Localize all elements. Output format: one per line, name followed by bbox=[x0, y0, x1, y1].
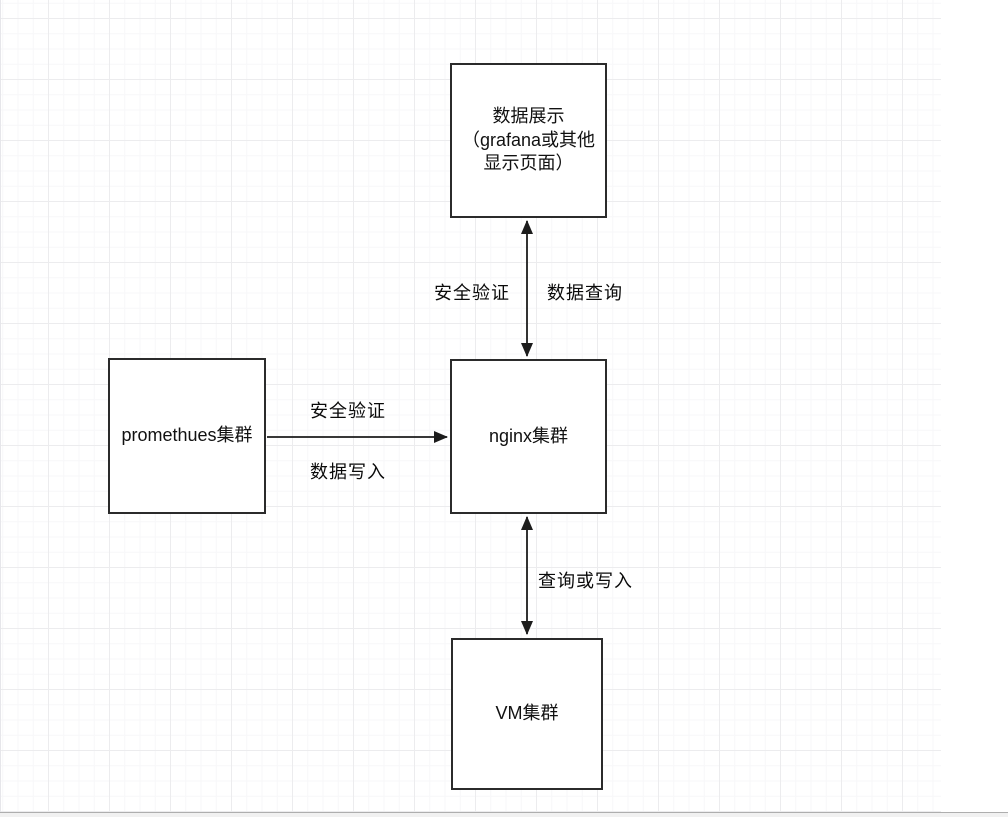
node-vm-label: VM集群 bbox=[495, 703, 559, 724]
edge-label-query-or-write[interactable]: 查询或写入 bbox=[538, 571, 633, 591]
edge-label-data-write[interactable]: 数据写入 bbox=[310, 462, 386, 482]
node-display-cluster[interactable]: 数据展示 （grafana或其他 显示页面） bbox=[450, 63, 607, 218]
edge-label-auth-top[interactable]: 安全验证 bbox=[434, 283, 510, 303]
edge-label-auth-left[interactable]: 安全验证 bbox=[310, 401, 386, 421]
node-nginx-cluster[interactable]: nginx集群 bbox=[450, 359, 607, 514]
edge-label-data-query[interactable]: 数据查询 bbox=[547, 283, 623, 303]
node-display-label: 数据展示 （grafana或其他 显示页面） bbox=[461, 106, 596, 174]
bottom-strip bbox=[0, 812, 1008, 817]
node-nginx-label: nginx集群 bbox=[488, 425, 569, 446]
node-prometheus-cluster[interactable]: promethues集群 bbox=[108, 358, 266, 514]
node-prometheus-label: promethues集群 bbox=[121, 425, 253, 446]
node-vm-cluster[interactable]: VM集群 bbox=[451, 638, 603, 790]
